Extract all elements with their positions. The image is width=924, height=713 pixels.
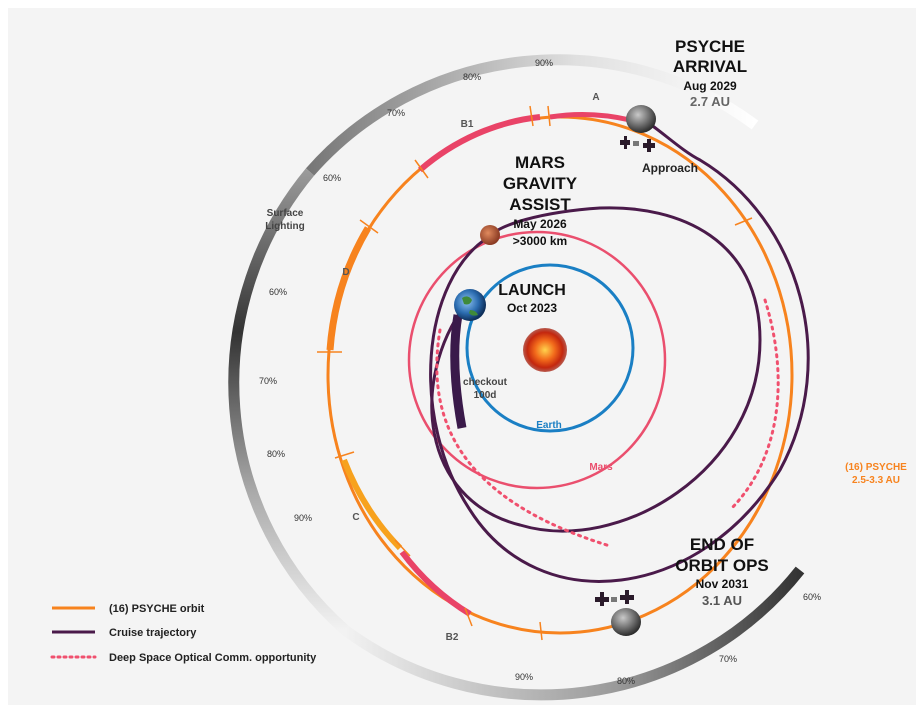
checkout-label: checkout [463, 377, 508, 388]
mars-planet [480, 225, 500, 245]
legend-label-psyche-orbit: (16) PSYCHE orbit [109, 603, 205, 615]
phase-highlight-c [341, 458, 403, 551]
end-title-line1: END OF [690, 535, 754, 554]
dsoc-arc-right [728, 298, 780, 512]
pct-top-70: 70% [387, 108, 405, 118]
mars-title-line1: MARS [515, 153, 565, 172]
arrival-date: Aug 2029 [683, 79, 737, 93]
psyche-orbit-label-1: (16) PSYCHE [845, 462, 907, 473]
approach-label: Approach [642, 161, 698, 175]
checkout-segment [450, 314, 467, 429]
mars-title-line3: ASSIST [509, 195, 571, 214]
cruise-trajectory-outer [429, 116, 810, 583]
arrival-title-line1: PSYCHE [675, 37, 745, 56]
psyche-asteroid-arrival [626, 105, 656, 133]
phase-ticks [317, 105, 753, 641]
end-title-line2: ORBIT OPS [675, 556, 769, 575]
phase-label-b1: B1 [461, 119, 474, 130]
earth-landmass [462, 296, 478, 316]
end-distance: 3.1 AU [702, 593, 742, 608]
pct-bottom-80: 80% [617, 676, 635, 686]
diagram-background [8, 8, 916, 705]
pct-right-60: 60% [803, 592, 821, 602]
phase-highlight-b2 [399, 550, 472, 617]
mars-orbit-label: Mars [589, 462, 613, 473]
pct-left-90: 90% [294, 513, 312, 523]
earth-orbit [465, 263, 635, 433]
arrival-distance: 2.7 AU [690, 94, 730, 109]
mars-title-line2: GRAVITY [503, 174, 578, 193]
legend-label-cruise: Cruise trajectory [109, 627, 197, 639]
spacecraft-approach-icon [620, 136, 655, 152]
phase-highlight-d [326, 226, 372, 351]
arrival-title-line2: ARRIVAL [673, 57, 747, 76]
spacecraft-end-icon [595, 590, 634, 606]
sun [523, 328, 567, 372]
launch-title: LAUNCH [498, 282, 566, 299]
pct-bottom-90: 90% [515, 672, 533, 682]
launch-date: Oct 2023 [507, 301, 557, 315]
mars-date: May 2026 [513, 217, 567, 231]
surface-lighting-label-2: Lighting [265, 221, 304, 232]
legend: (16) PSYCHE orbit Cruise trajectory Deep… [50, 603, 317, 664]
surface-lighting-label-1: Surface [267, 208, 304, 219]
psyche-asteroid-end [611, 608, 641, 636]
pct-top-90: 90% [535, 58, 553, 68]
pct-left-60a: 60% [323, 173, 341, 183]
psyche-orbit-label-2: 2.5-3.3 AU [852, 475, 900, 486]
lighting-band-top [305, 54, 759, 176]
end-date: Nov 2031 [696, 577, 749, 591]
phase-label-b2: B2 [446, 632, 459, 643]
pct-left-80: 80% [267, 449, 285, 459]
phase-label-a: A [592, 92, 599, 103]
mars-orbit [407, 230, 667, 490]
pct-left-70: 70% [259, 376, 277, 386]
mars-distance: >3000 km [513, 234, 567, 248]
legend-label-dsoc: Deep Space Optical Comm. opportunity [109, 652, 317, 664]
lighting-band-bottom [341, 566, 805, 701]
lighting-band-left [228, 168, 349, 635]
pct-left-60b: 60% [269, 287, 287, 297]
earth-planet [454, 289, 486, 321]
checkout-duration: 100d [474, 390, 497, 401]
phase-label-c: C [352, 512, 359, 523]
pct-bottom-70: 70% [719, 654, 737, 664]
phase-highlight-b1 [418, 114, 541, 173]
pct-top-80: 80% [463, 72, 481, 82]
phase-label-d: D [342, 267, 349, 278]
phase-highlight-a [549, 111, 631, 123]
earth-orbit-label: Earth [536, 420, 562, 431]
dsoc-arc-left [435, 328, 612, 548]
cruise-trajectory-inner [430, 206, 762, 533]
